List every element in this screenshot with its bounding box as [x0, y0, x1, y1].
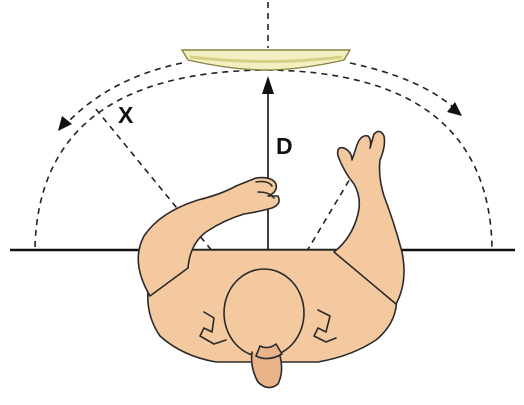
head-shape — [224, 269, 304, 357]
left-arrow-head — [58, 116, 72, 131]
outer-reach-arc — [35, 70, 492, 247]
label-x: X — [118, 102, 134, 128]
label-d: D — [276, 133, 293, 159]
right-sweep-arc — [350, 63, 454, 108]
person-figure — [138, 131, 404, 387]
distance-arrow-head — [262, 76, 274, 94]
right-arrow-head — [447, 102, 462, 116]
